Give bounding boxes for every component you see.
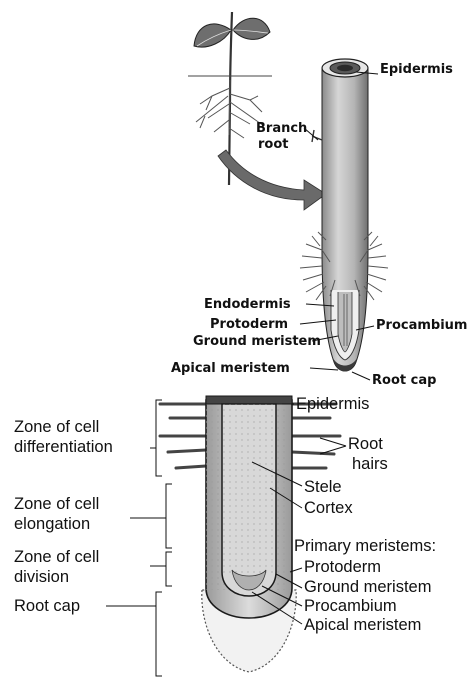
- label-ground-meristem-upper: Ground meristem: [193, 335, 321, 348]
- label-cortex: Cortex: [304, 500, 353, 517]
- label-epidermis-upper: Epidermis: [380, 63, 453, 76]
- label-branch-root-2: root: [258, 138, 289, 151]
- enlarge-arrow: [218, 150, 326, 210]
- label-zone-differentiation-1: Zone of cell: [14, 419, 99, 436]
- label-procambium-lower: Procambium: [304, 598, 397, 615]
- label-zone-root-cap: Root cap: [14, 598, 80, 615]
- label-ground-meristem-lower: Ground meristem: [304, 579, 431, 596]
- label-protoderm-lower: Protoderm: [304, 559, 381, 576]
- label-zone-division-2: division: [14, 569, 69, 586]
- label-root-hairs-2: hairs: [352, 456, 388, 473]
- label-primary-meristems: Primary meristems:: [294, 538, 436, 555]
- left-leaf: [194, 24, 231, 47]
- label-root-hairs-1: Root: [348, 436, 383, 453]
- label-zone-differentiation-2: differentiation: [14, 439, 113, 456]
- label-procambium-upper: Procambium: [376, 319, 467, 332]
- label-apical-meristem-upper: Apical meristem: [171, 362, 290, 375]
- label-zone-elongation-2: elongation: [14, 516, 90, 533]
- label-protoderm-upper: Protoderm: [210, 318, 288, 331]
- label-stele: Stele: [304, 479, 342, 496]
- right-leaf: [233, 18, 270, 39]
- label-zone-division-1: Zone of cell: [14, 549, 99, 566]
- label-apical-meristem-lower: Apical meristem: [304, 617, 421, 634]
- zone-brackets: [106, 400, 172, 676]
- label-endodermis: Endodermis: [204, 298, 291, 311]
- root-3d-section: [300, 59, 388, 372]
- label-zone-elongation-1: Zone of cell: [14, 496, 99, 513]
- label-epidermis-lower: Epidermis: [296, 396, 369, 413]
- label-branch-root-1: Branch: [256, 122, 307, 135]
- label-root-cap-upper: Root cap: [372, 374, 436, 387]
